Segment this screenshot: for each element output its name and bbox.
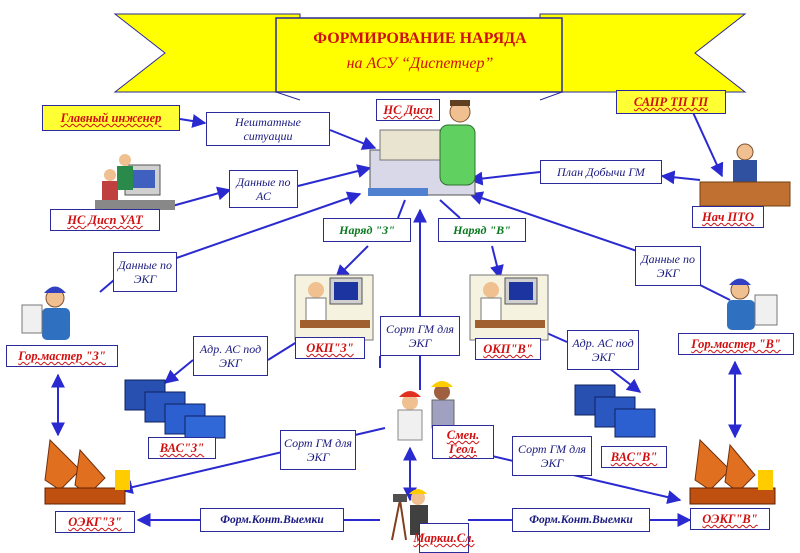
arrows [51, 93, 742, 527]
label-dannye-po-ekg-left: Данные по ЭКГ [113, 252, 177, 292]
okp-z-illustration [294, 274, 374, 341]
label-sort-gm-right: Сорт ГМ для ЭКГ [512, 436, 592, 476]
trucks-z-illustration [124, 379, 226, 439]
label-sort-gm-center: Сорт ГМ для ЭКГ [380, 316, 460, 356]
label-adr-as-right: Адр. АС под ЭКГ [567, 330, 639, 370]
node-glavny-inzhener: Главный инженер [42, 105, 180, 131]
label-naryad-v: Наряд "В" [438, 218, 526, 242]
workers-illustration [95, 154, 175, 210]
foreman-v-illustration [727, 278, 778, 330]
node-ns-disp: НС Дисп [376, 99, 440, 121]
node-marksh: Маркш.Сл. [413, 523, 475, 553]
dispatcher-illustration [368, 100, 476, 196]
label-form-kont-left: Форм.Конт.Выемки [200, 508, 344, 532]
node-oekg-v: ОЭКГ"В" [690, 508, 770, 530]
node-gor-master-v: Гор.мастер "В" [678, 333, 794, 355]
title-banner [113, 13, 747, 101]
node-okp-z: ОКП"З" [295, 337, 365, 359]
okp-v-illustration [469, 274, 549, 341]
label-dannye-po-ekg-right: Данные по ЭКГ [635, 246, 701, 286]
label-sort-gm-left: Сорт ГМ для ЭКГ [280, 430, 356, 470]
label-dannye-po-as: Данные по АС [229, 170, 298, 208]
label-neshtatnye: Нештатные ситуации [206, 112, 330, 146]
pto-chief-illustration [699, 143, 791, 207]
node-vas-z: ВАС"З" [148, 437, 216, 459]
label-adr-as-left: Адр. АС под ЭКГ [193, 336, 268, 376]
excavators-z-illustration [44, 438, 130, 505]
node-vas-v: ВАС"В" [601, 446, 667, 468]
geologists-illustration [397, 381, 455, 441]
node-okp-v: ОКП"В" [475, 338, 541, 360]
node-smen-geol: Смен. Геол. [432, 425, 494, 459]
node-nach-pto: Нач ПТО [692, 206, 764, 228]
label-naryad-z: Наряд "З" [323, 218, 411, 242]
banner-title-line2: на АСУ “Диспетчер” [346, 55, 494, 72]
foreman-z-illustration [21, 286, 70, 340]
label-plan-dobychi: План Добычи ГМ [540, 160, 662, 184]
excavators-v-illustration [689, 438, 776, 505]
label-form-kont-right: Форм.Конт.Выемки [512, 508, 650, 532]
node-ns-disp-uat: НС Дисп УАТ [50, 209, 160, 231]
trucks-v-illustration [574, 384, 656, 438]
node-gor-master-z: Гор.мастер "З" [6, 345, 118, 367]
banner-title-line1: ФОРМИРОВАНИЕ НАРЯДА [313, 30, 527, 47]
node-sapr-tp-gp: САПР ТП ГП [616, 90, 726, 114]
node-oekg-z: ОЭКГ"З" [55, 511, 135, 533]
